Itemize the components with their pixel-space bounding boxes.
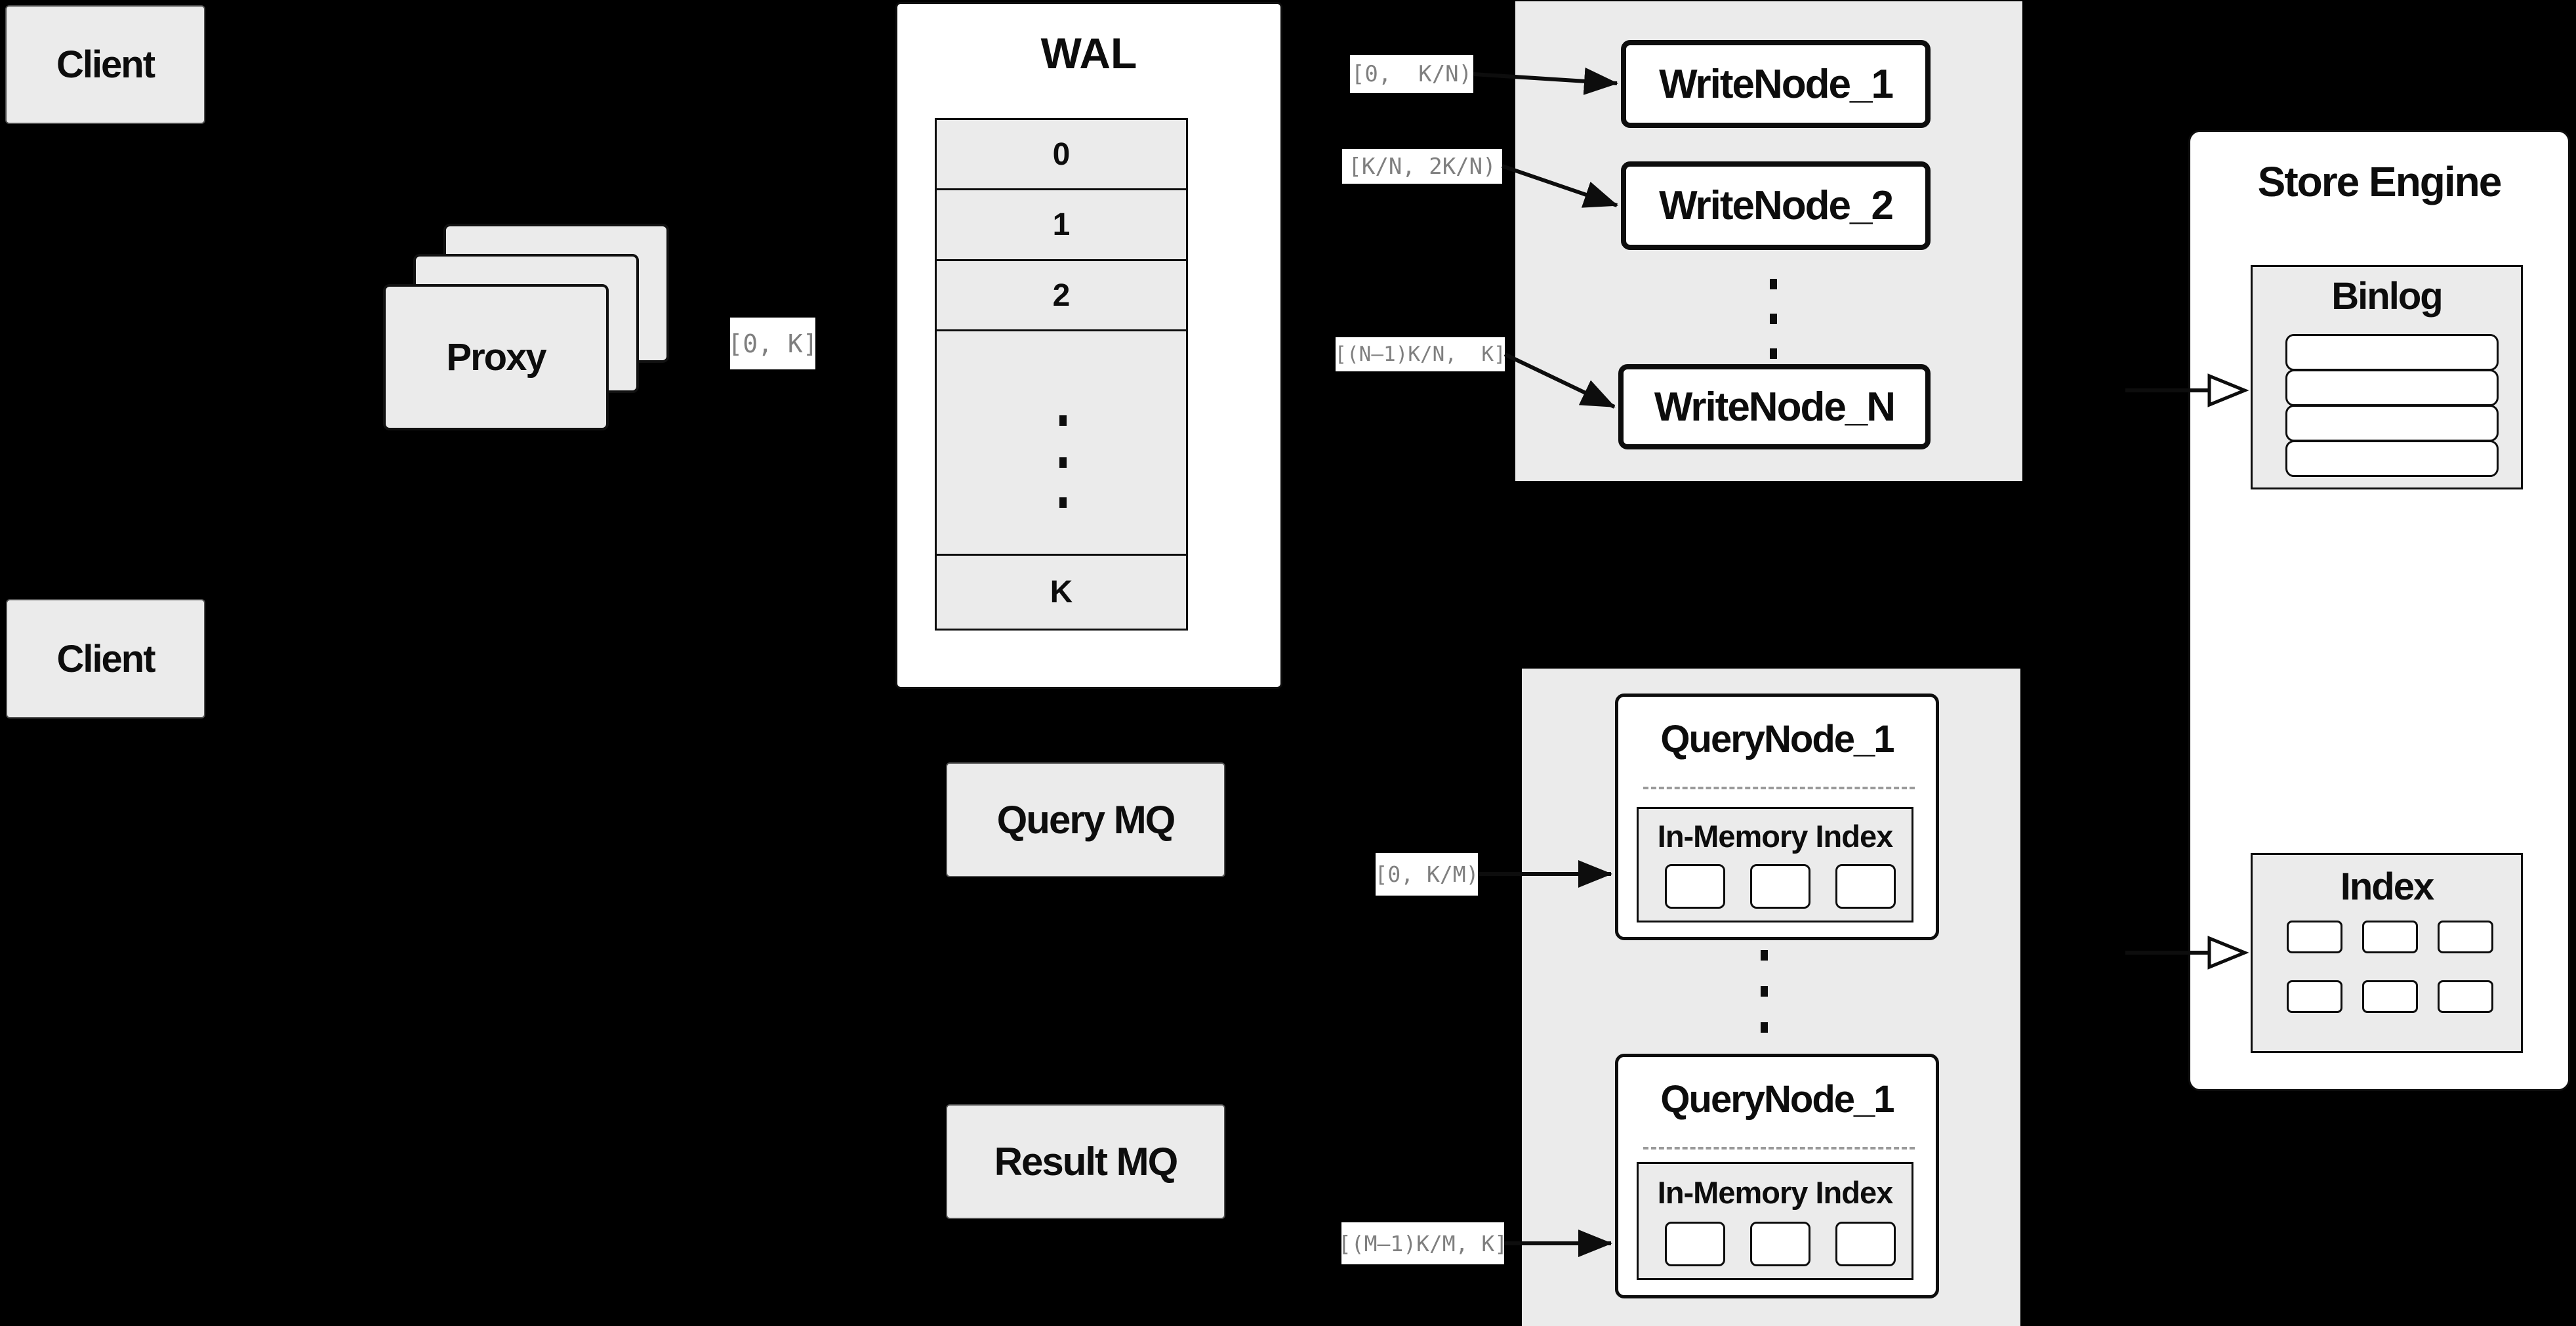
in-memory-index-top-title: In-Memory Index [1657, 818, 1893, 854]
wal-row-ellipsis [935, 329, 1188, 556]
in-memory-index-bottom: In-Memory Index [1637, 1162, 1913, 1280]
client-top-label: Client [56, 43, 155, 86]
wal-row-1: 1 [935, 188, 1188, 261]
binlog-row [2285, 334, 2499, 371]
wal-panel: WAL 0 1 2 K [895, 2, 1282, 689]
in-memory-index-top: In-Memory Index [1637, 807, 1913, 922]
query-node-bottom-title: QueryNode_1 [1660, 1077, 1894, 1121]
proxy-label: Proxy [446, 336, 546, 379]
memory-segment-cell [1835, 1222, 1896, 1266]
write-nodes-dot-3 [1770, 348, 1777, 359]
range-label-proxy-out: [0, K] [727, 318, 818, 369]
write-node-1-label: WriteNode_1 [1659, 61, 1894, 107]
query-node-top-title: QueryNode_1 [1660, 717, 1894, 760]
memory-segment-cell [1835, 864, 1896, 909]
range-label-write-2: [K/N, 2K/N) [1342, 149, 1502, 184]
range-label-query-1: [0, K/M) [1375, 853, 1479, 896]
index-segment-cell [2287, 921, 2342, 953]
query-node-bottom: QueryNode_1 In-Memory Index [1615, 1054, 1939, 1298]
binlog-row [2285, 369, 2499, 406]
binlog-row [2285, 405, 2499, 442]
wal-dot-2 [1059, 457, 1067, 468]
memory-segment-cell [1665, 1222, 1725, 1266]
binlog-title: Binlog [2331, 274, 2443, 318]
client-bottom-label: Client [56, 637, 155, 680]
range-label-write-1: [0, K/N) [1350, 55, 1473, 93]
index-box: Index [2251, 853, 2523, 1053]
proxy-box-front: Proxy [383, 284, 609, 430]
index-segment-cell [2438, 980, 2493, 1013]
index-title: Index [2340, 865, 2435, 908]
in-memory-cells-top [1665, 864, 1896, 909]
write-node-n-label: WriteNode_N [1654, 384, 1896, 430]
binlog-box: Binlog [2251, 265, 2523, 489]
client-box-top: Client [5, 5, 205, 124]
wal-row-0: 0 [935, 118, 1188, 190]
binlog-rows [2285, 334, 2499, 477]
memory-segment-cell [1665, 864, 1725, 909]
index-segment-cell [2287, 980, 2342, 1013]
wal-row-k: K [935, 554, 1188, 631]
memory-segment-cell [1750, 864, 1810, 909]
query-node-bottom-separator [1643, 1147, 1915, 1150]
query-node-top-separator [1643, 787, 1915, 789]
memory-segment-cell [1750, 1222, 1810, 1266]
range-label-write-n: [(N–1)K/N, K] [1334, 337, 1506, 371]
write-node-n: WriteNode_N [1618, 364, 1931, 449]
in-memory-cells-bottom [1665, 1222, 1896, 1266]
write-nodes-dot-2 [1770, 314, 1777, 324]
query-mq-box: Query MQ [946, 762, 1225, 877]
store-engine-box: Store Engine Binlog Index [2188, 130, 2570, 1091]
query-nodes-dot-3 [1761, 1022, 1768, 1033]
query-nodes-dot-2 [1761, 986, 1768, 997]
range-label-query-m: [(M–1)K/M, K] [1338, 1222, 1507, 1264]
query-mq-label: Query MQ [996, 798, 1176, 842]
client-box-bottom: Client [6, 599, 205, 718]
write-node-2-label: WriteNode_2 [1659, 183, 1894, 228]
index-cells [2287, 921, 2493, 1013]
index-segment-cell [2438, 921, 2493, 953]
index-segment-cell [2362, 921, 2418, 953]
index-segment-cell [2362, 980, 2418, 1013]
wal-dot-1 [1059, 415, 1067, 426]
query-node-top: QueryNode_1 In-Memory Index [1615, 694, 1939, 940]
in-memory-index-bottom-title: In-Memory Index [1657, 1174, 1893, 1210]
query-nodes-dot-1 [1761, 950, 1768, 961]
store-engine-title: Store Engine [2257, 157, 2503, 205]
write-node-1: WriteNode_1 [1621, 40, 1931, 128]
write-nodes-dot-1 [1770, 279, 1777, 289]
wal-row-2: 2 [935, 259, 1188, 331]
write-node-2: WriteNode_2 [1621, 161, 1931, 250]
result-mq-box: Result MQ [946, 1104, 1225, 1219]
binlog-row [2285, 440, 2499, 477]
wal-dot-3 [1059, 497, 1067, 508]
wal-title: WAL [1040, 29, 1137, 77]
result-mq-label: Result MQ [994, 1140, 1179, 1184]
